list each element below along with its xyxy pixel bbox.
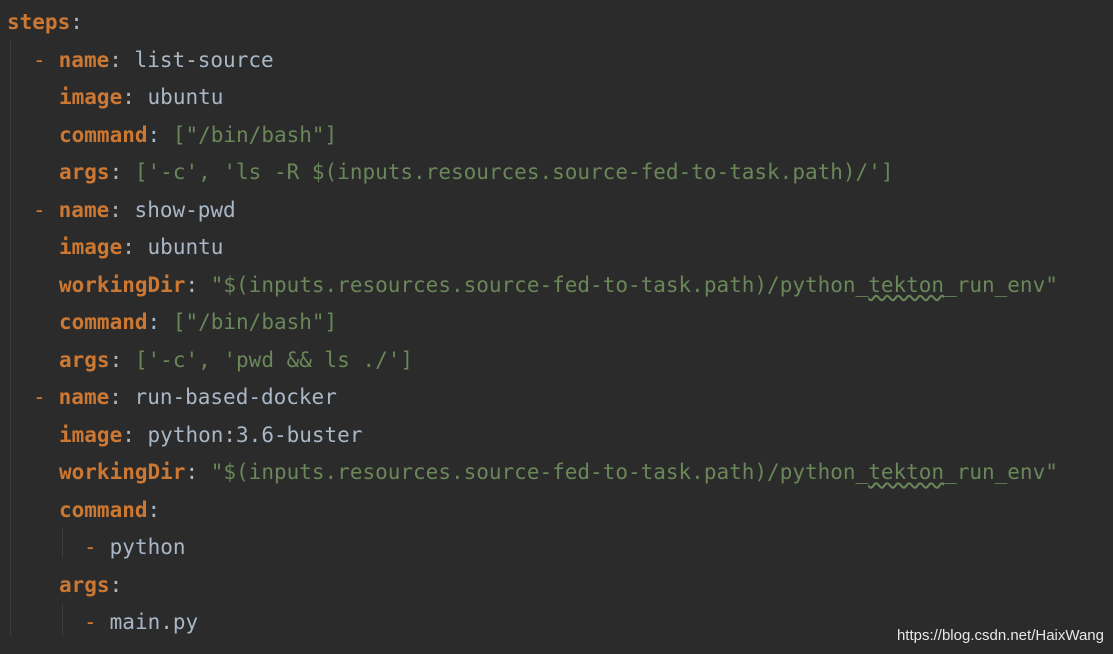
colon: : [147,122,161,147]
code-line[interactable]: workingDir: "$(inputs.resources.source-f… [59,267,1058,304]
yaml-key: workingDir [59,460,186,484]
yaml-value: python [109,535,186,559]
code-line[interactable]: image: ubuntu [59,79,223,116]
list-dash: - [33,385,46,409]
yaml-value: ["/bin/bash"] [172,310,338,334]
colon: : [109,347,123,372]
colon: : [122,235,135,259]
yaml-key: name [58,47,110,72]
yaml-value: ['-c', 'ls -R $(inputs.resources.source-… [134,160,894,184]
yaml-key: command [59,122,148,147]
yaml-value: show-pwd [134,197,236,222]
yaml-key: workingDir [59,272,186,297]
colon: : [185,272,199,297]
colon: : [122,422,135,447]
code-line[interactable]: workingDir: "$(inputs.resources.source-f… [59,454,1058,491]
code-line[interactable]: command: ["/bin/bash"] [59,117,337,154]
yaml-value: run-based-docker [134,385,337,409]
yaml-key: steps [7,10,71,34]
yaml-key: image [59,422,123,447]
code-line[interactable]: command: ["/bin/bash"] [59,304,337,341]
colon: : [185,460,199,484]
colon: : [122,85,135,109]
yaml-value: "$(inputs.resources.source-fed-to-task.p… [210,460,1058,484]
colon: : [109,160,123,184]
indent-guide [62,603,63,636]
code-line[interactable]: -python [84,529,186,566]
yaml-value: python:3.6-buster [147,422,363,447]
list-dash: - [84,535,97,559]
yaml-key: name [58,197,110,222]
code-line[interactable]: image: python:3.6-buster [59,417,362,454]
yaml-value: ['-c', 'pwd && ls ./'] [134,347,414,372]
yaml-key: command [59,310,148,334]
watermark: https://blog.csdn.net/HaixWang [896,627,1104,644]
colon: : [109,385,122,409]
colon: : [147,310,161,334]
colon: : [109,572,123,597]
yaml-value: list-source [134,47,274,72]
code-line[interactable]: -main.py [84,604,198,641]
list-dash: - [33,197,46,222]
spellcheck-squiggle: tekton [868,272,945,297]
list-dash: - [84,610,97,634]
code-line[interactable]: steps: [7,4,83,41]
yaml-key: args [59,347,110,372]
yaml-key: args [59,572,110,597]
code-line[interactable]: -name: list-source [33,42,274,79]
yaml-value: "$(inputs.resources.source-fed-to-task.p… [210,272,1058,297]
yaml-value: ["/bin/bash"] [172,122,338,147]
code-line[interactable]: -name: run-based-docker [33,379,337,416]
yaml-key: image [59,235,123,259]
yaml-value: ubuntu [147,85,224,109]
code-line[interactable]: -name: show-pwd [33,192,236,229]
code-line[interactable]: image: ubuntu [59,229,223,266]
code-line[interactable]: command: [59,492,160,529]
code-line[interactable]: args: [59,567,122,604]
colon: : [70,10,83,34]
yaml-value: main.py [109,610,199,634]
code-line[interactable]: args: ['-c', 'ls -R $(inputs.resources.s… [59,154,893,191]
list-dash: - [33,47,46,72]
colon: : [109,197,122,222]
yaml-key: name [58,385,110,409]
indent-guide [10,40,11,636]
code-line[interactable]: args: ['-c', 'pwd && ls ./'] [59,342,413,379]
colon: : [109,47,122,72]
yaml-key: image [59,85,123,109]
yaml-value: ubuntu [147,235,224,259]
yaml-key: args [59,160,110,184]
yaml-key: command [59,497,148,522]
spellcheck-squiggle: tekton [868,460,945,484]
colon: : [147,497,161,522]
indent-guide [62,528,63,558]
